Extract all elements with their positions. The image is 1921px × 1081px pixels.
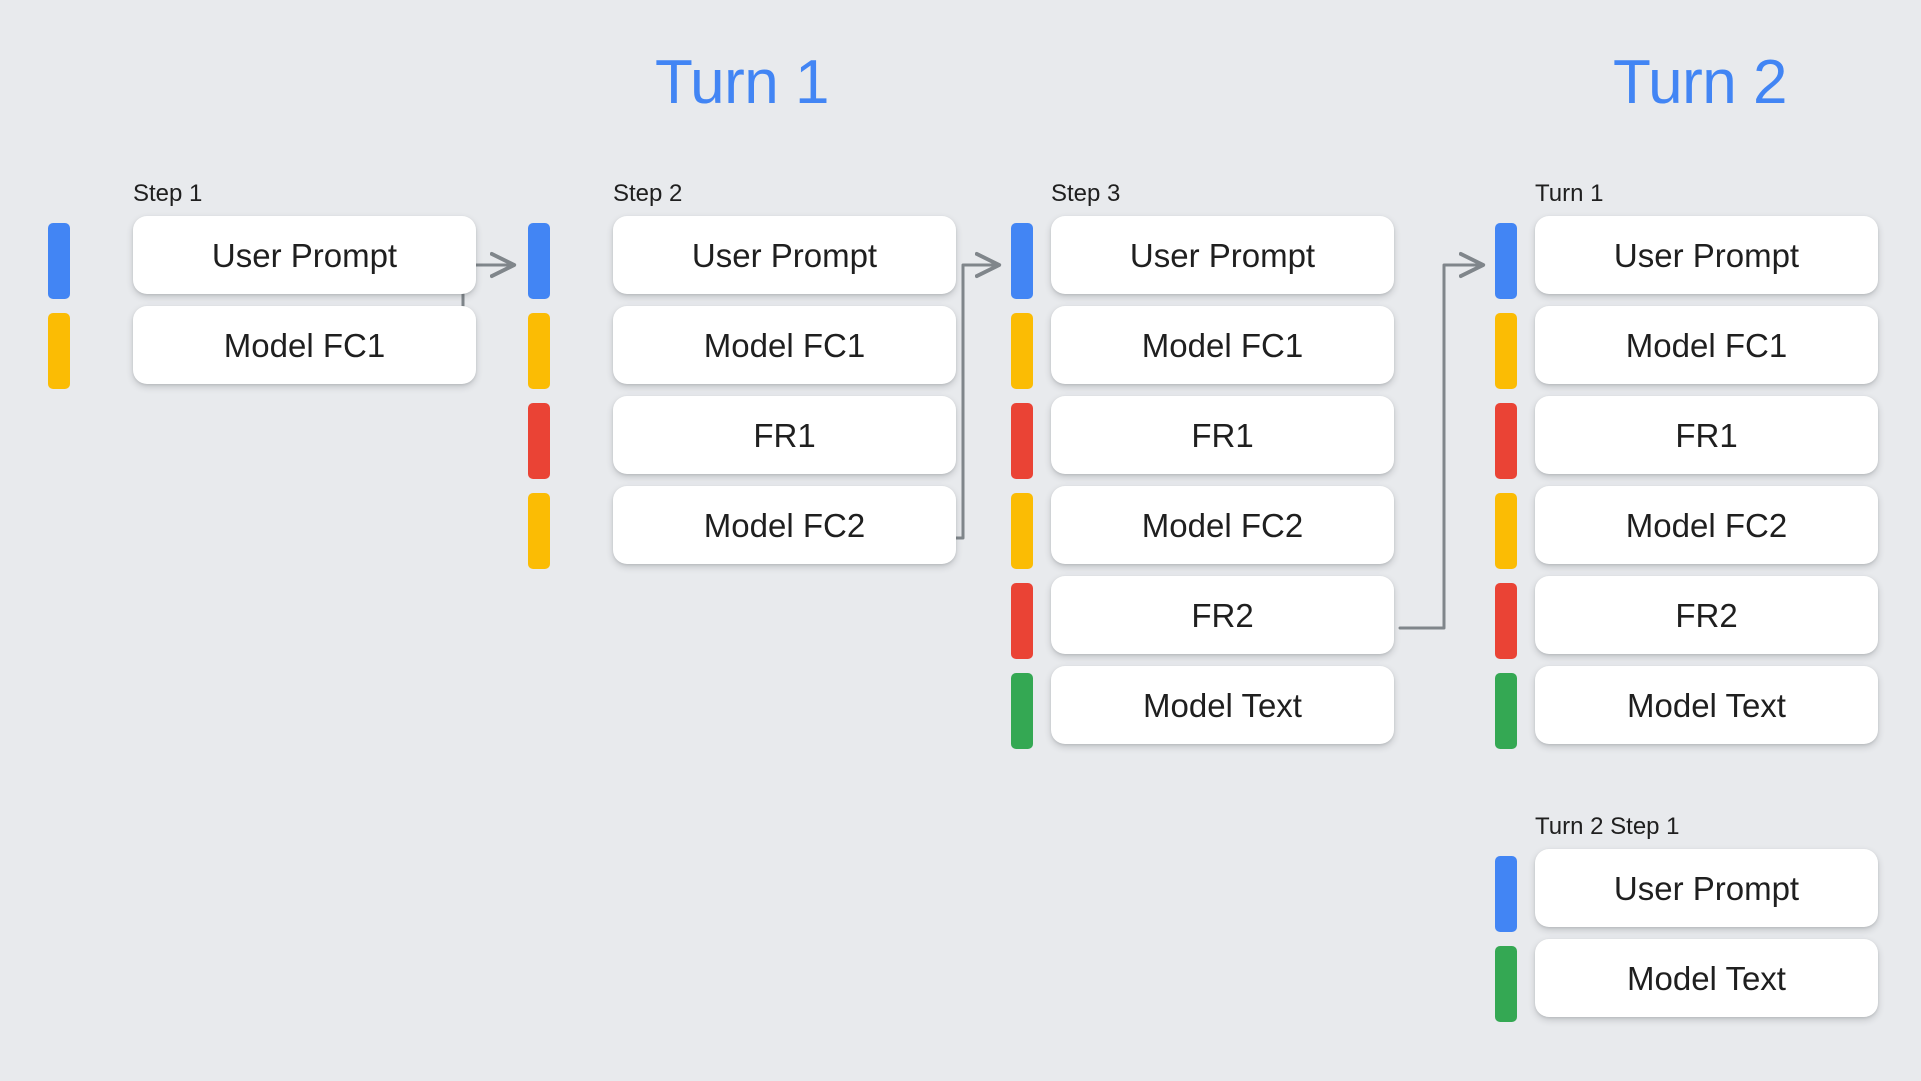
message-card-label: Model FC1 [223, 326, 386, 364]
message-card[interactable]: User Prompt [613, 216, 956, 294]
message-card[interactable]: User Prompt [133, 216, 476, 294]
message-card[interactable]: User Prompt [1051, 216, 1394, 294]
message-card[interactable]: FR1 [1535, 396, 1878, 474]
message-card[interactable]: Model FC1 [1535, 306, 1878, 384]
message-card-label: User Prompt [1613, 869, 1800, 907]
message-card[interactable]: Model FC2 [613, 486, 956, 564]
step-column-label: Step 3 [1051, 180, 1121, 207]
message-card-label: FR2 [1675, 596, 1738, 634]
message-card[interactable]: Model FC1 [1051, 306, 1394, 384]
message-card[interactable]: Model Text [1535, 666, 1878, 744]
role-color-bar-green [1011, 673, 1033, 749]
turn-title: Turn 1 [655, 48, 829, 117]
message-card-label: Model FC1 [703, 326, 866, 364]
role-color-bar-yellow [1495, 313, 1517, 389]
message-card-label: Model Text [1627, 959, 1786, 997]
arrow-step3-to-turn2 [1398, 265, 1482, 630]
role-color-bar-green [1495, 946, 1517, 1022]
role-color-bar-blue [1495, 223, 1517, 299]
role-color-bar-yellow [528, 313, 550, 389]
role-color-bar-red [1495, 403, 1517, 479]
message-card[interactable]: Model Text [1535, 939, 1878, 1017]
role-color-bar-red [1011, 403, 1033, 479]
message-card-label: Model FC2 [703, 506, 866, 544]
message-card[interactable]: Model FC2 [1051, 486, 1394, 564]
message-card-label: User Prompt [691, 236, 878, 274]
role-color-bar-yellow [1495, 493, 1517, 569]
turn-title: Turn 2 [1613, 48, 1787, 117]
message-card-label: Model FC1 [1141, 326, 1304, 364]
message-card[interactable]: FR1 [613, 396, 956, 474]
message-card[interactable]: Model FC1 [133, 306, 476, 384]
role-color-bar-red [1495, 583, 1517, 659]
message-card-label: User Prompt [1613, 236, 1800, 274]
message-card-label: FR1 [753, 416, 816, 454]
message-card-label: Model FC2 [1141, 506, 1304, 544]
role-color-bar-yellow [528, 493, 550, 569]
message-card-label: Model FC2 [1625, 506, 1788, 544]
step-column-label: Turn 1 [1535, 180, 1604, 207]
step-column-label: Step 2 [613, 180, 683, 207]
role-color-bar-yellow [1011, 493, 1033, 569]
role-color-bar-yellow [48, 313, 70, 389]
role-color-bar-green [1495, 673, 1517, 749]
message-card-label: FR1 [1191, 416, 1254, 454]
message-card-label: Model FC1 [1625, 326, 1788, 364]
message-card-label: FR2 [1191, 596, 1254, 634]
message-card-label: User Prompt [211, 236, 398, 274]
role-color-bar-blue [1495, 856, 1517, 932]
message-card[interactable]: Model FC2 [1535, 486, 1878, 564]
message-card-label: Model Text [1627, 686, 1786, 724]
message-card-label: Model Text [1143, 686, 1302, 724]
message-card[interactable]: FR1 [1051, 396, 1394, 474]
role-color-bar-red [528, 403, 550, 479]
message-card[interactable]: User Prompt [1535, 216, 1878, 294]
role-color-bar-yellow [1011, 313, 1033, 389]
message-card[interactable]: FR2 [1051, 576, 1394, 654]
role-color-bar-blue [528, 223, 550, 299]
message-card[interactable]: Model Text [1051, 666, 1394, 744]
message-card[interactable]: FR2 [1535, 576, 1878, 654]
message-card[interactable]: User Prompt [1535, 849, 1878, 927]
step-column-label: Step 1 [133, 180, 203, 207]
message-card[interactable]: Model FC1 [613, 306, 956, 384]
message-card-label: User Prompt [1129, 236, 1316, 274]
role-color-bar-red [1011, 583, 1033, 659]
message-card-label: FR1 [1675, 416, 1738, 454]
step-column-label: Turn 2 Step 1 [1535, 813, 1680, 840]
role-color-bar-blue [1011, 223, 1033, 299]
role-color-bar-blue [48, 223, 70, 299]
